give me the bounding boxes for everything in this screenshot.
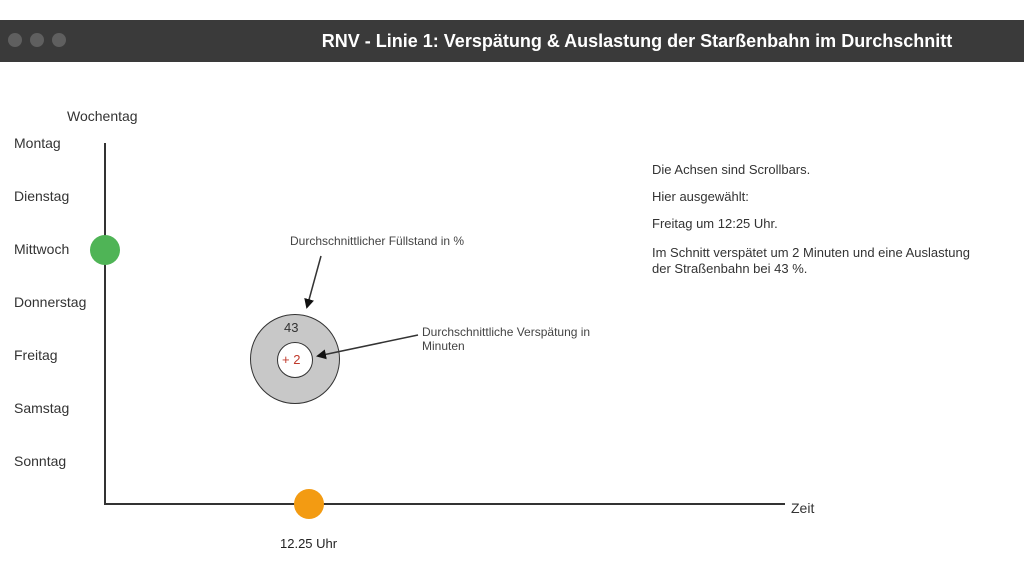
delay-annotation-arrow (316, 334, 419, 360)
day-sonntag[interactable]: Sonntag (14, 453, 67, 469)
time-scrollbar-track[interactable] (104, 503, 785, 505)
fill-annotation: Durchschnittlicher Füllstand in % (290, 234, 465, 248)
fill-annotation-arrow (304, 255, 322, 309)
window-controls (8, 33, 66, 47)
x-axis-label: Zeit (791, 500, 815, 516)
info-summary-line1: Im Schnitt verspätet um 2 Minuten und ei… (652, 245, 970, 260)
delay-circle (277, 342, 313, 378)
delay-annotation-line1: Durchschnittliche Verspätung in (422, 325, 591, 339)
time-scrollbar-handle[interactable] (294, 489, 324, 519)
day-montag[interactable]: Montag (14, 135, 61, 151)
title-bar: RNV - Linie 1: Verspätung & Auslastung d… (0, 20, 1024, 62)
info-selected-heading: Hier ausgewählt: (652, 189, 749, 204)
info-axes-scrollbars: Die Achsen sind Scrollbars. (652, 162, 811, 177)
y-axis-label: Wochentag (67, 108, 138, 124)
day-samstag[interactable]: Samstag (14, 400, 70, 416)
day-freitag[interactable]: Freitag (14, 347, 58, 363)
window-maximize-icon[interactable] (52, 33, 66, 47)
delay-value: + 2 (282, 352, 301, 367)
day-scrollbar-handle[interactable] (90, 235, 120, 265)
window-minimize-icon[interactable] (30, 33, 44, 47)
selected-time-label: 12.25 Uhr (280, 536, 338, 551)
day-scrollbar-track[interactable] (104, 143, 106, 504)
day-mittwoch[interactable]: Mittwoch (14, 241, 70, 257)
day-donnerstag[interactable]: Donnerstag (14, 294, 87, 310)
info-selected-value: Freitag um 12:25 Uhr. (652, 216, 778, 231)
delay-annotation-line2: Minuten (422, 339, 465, 353)
window-close-icon[interactable] (8, 33, 22, 47)
day-dienstag[interactable]: Dienstag (14, 188, 70, 204)
window-title: RNV - Linie 1: Verspätung & Auslastung d… (321, 31, 953, 51)
info-summary-line2: der Straßenbahn bei 43 %. (652, 261, 808, 276)
fill-percent-value: 43 (284, 320, 299, 335)
